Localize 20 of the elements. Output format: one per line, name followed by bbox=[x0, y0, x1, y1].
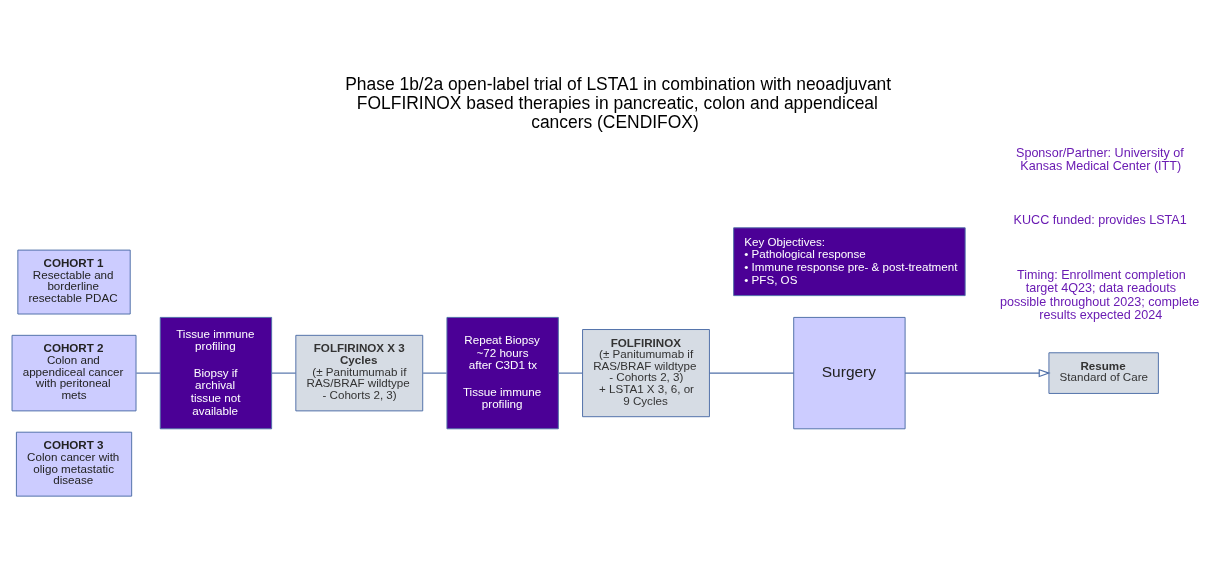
arrow bbox=[904, 368, 1051, 377]
node-box: FOLFIRINOX X 3 Cycles (± Panitumumab if RAS/BRAF wildtype - Cohorts 2, 3) bbox=[295, 334, 424, 411]
label: Sponsor/Partner: University of Kansas Medical Center (ITT) bbox=[1016, 145, 1184, 173]
node-box: Repeat Biopsy ~72 hours after C3D1 tx Tissue immune profiling bbox=[446, 316, 559, 429]
connector bbox=[271, 372, 297, 374]
node-box: COHORT 3 Colon cancer with oligo metastatic disease bbox=[15, 431, 133, 497]
node-box: Surgery bbox=[793, 316, 906, 429]
connector bbox=[422, 372, 448, 374]
connector bbox=[135, 372, 161, 374]
connector bbox=[709, 372, 795, 374]
node-box: Key Objectives: • Pathological response • Immune response pre- & post-treatment • PFS, OS bbox=[733, 226, 966, 296]
label: Timing: Enrollment completion target 4Q23; data readouts possible throughout 2023; complete results expected 2024 bbox=[1000, 267, 1200, 322]
node-box: FOLFIRINOX (± Panitumumab if RAS/BRAF wildtype - Cohorts 2, 3) + LSTA1 X 3, 6, or 9 Cycles bbox=[582, 328, 710, 417]
label: KUCC funded: provides LSTA1 bbox=[1013, 212, 1187, 227]
node-box: Resume Standard of Care bbox=[1048, 351, 1159, 394]
node-box: COHORT 2 Colon and appendiceal cancer with peritoneal mets bbox=[11, 334, 137, 411]
diagram-title: Phase 1b/2a open-label trial of LSTA1 in combination with neoadjuvant FOLFIRINOX based therapies in pancreatic, colon and appendiceal cancers (CENDIFOX) bbox=[345, 73, 892, 132]
node-box: COHORT 1 Resectable and borderline resectable PDAC bbox=[17, 249, 131, 314]
node-box: Tissue immune profiling Biopsy if archival tissue not available bbox=[159, 316, 273, 429]
connector bbox=[558, 372, 583, 374]
